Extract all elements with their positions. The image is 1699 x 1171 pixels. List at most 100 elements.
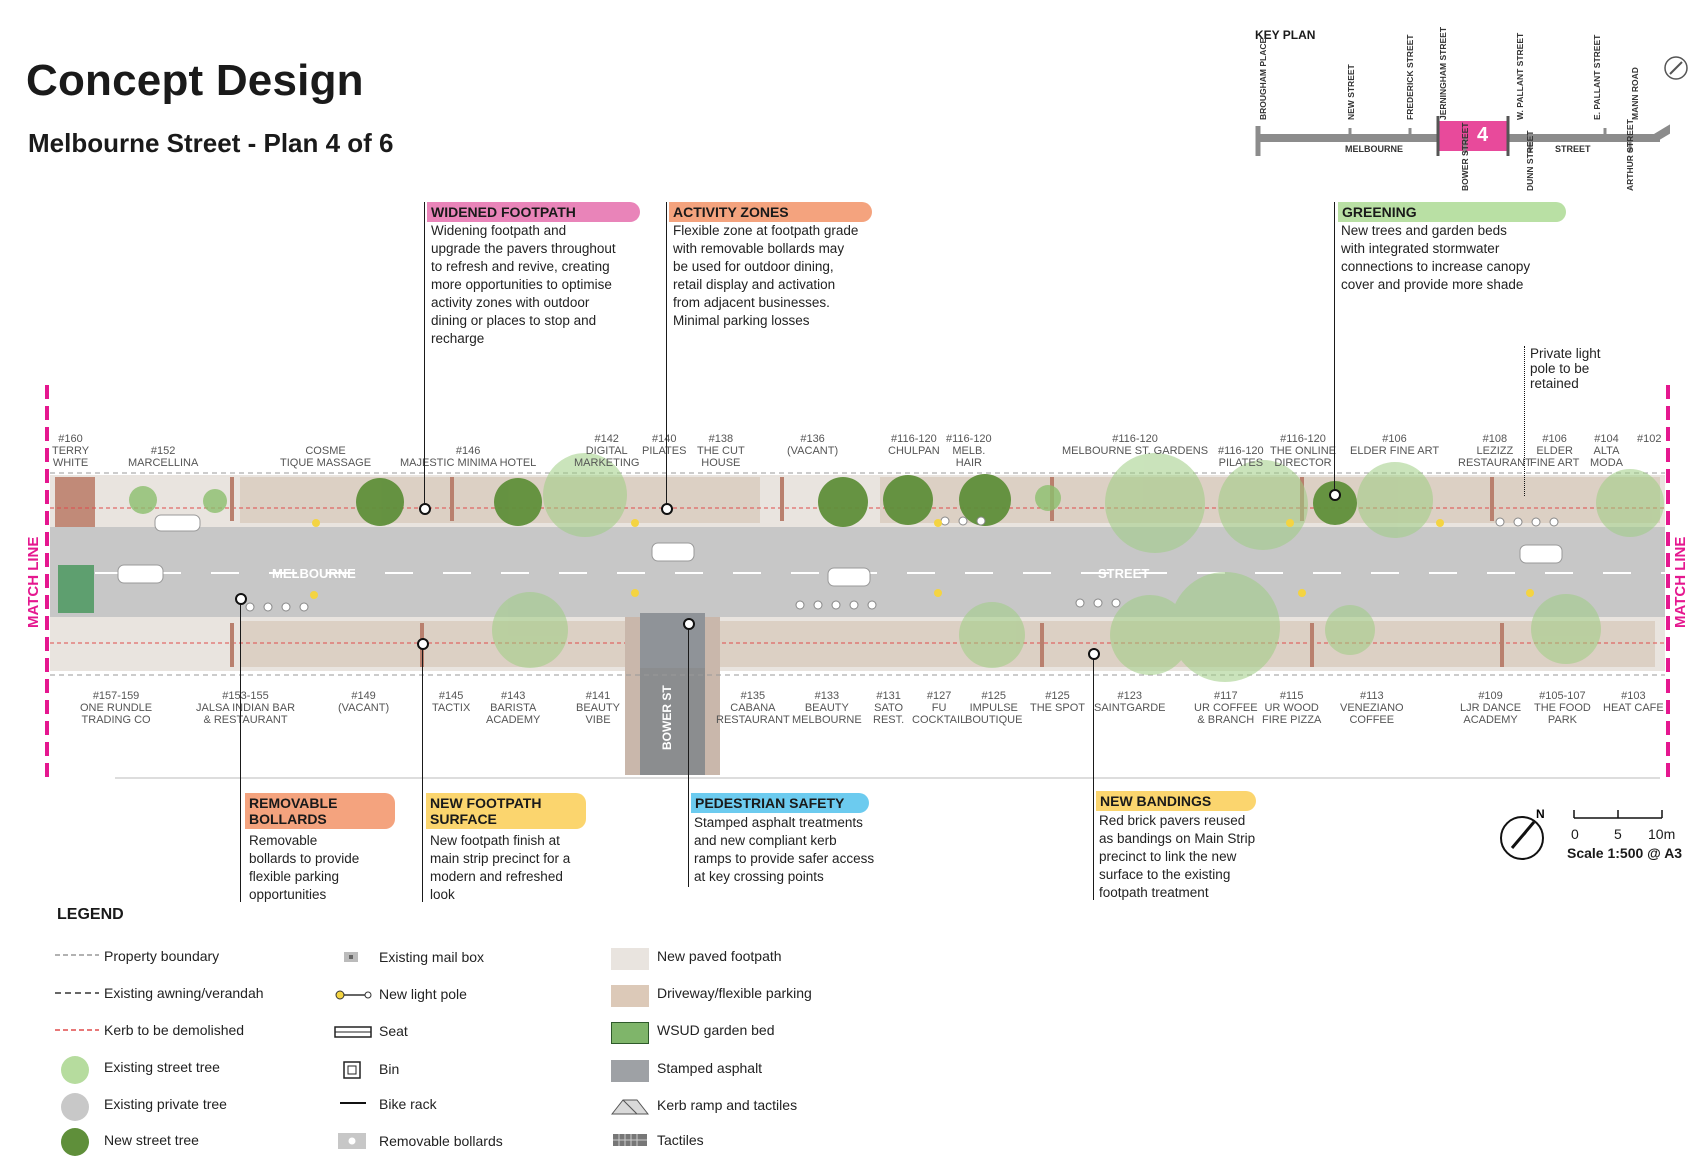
- legend-paved-footpath: New paved footpath: [657, 948, 782, 964]
- property-label: #116-120 CHULPAN: [888, 433, 940, 457]
- callout-activity-zones-title: ACTIVITY ZONES: [669, 202, 872, 222]
- north-arrow-icon: N: [1500, 807, 1545, 860]
- callout-widened-footpath-text: Widening footpath and upgrade the pavers…: [431, 223, 616, 346]
- callout-greening-dot: [1329, 489, 1341, 501]
- kerb-demolished-icon: [55, 1029, 99, 1031]
- key-plan-top-street: E. PALLANT STREET: [1592, 34, 1602, 120]
- existing-private-tree-icon: [61, 1093, 89, 1121]
- private-light-pole-leader: [1524, 346, 1525, 496]
- callout-pedestrian-safety-title: PEDESTRIAN SAFETY: [691, 793, 869, 813]
- legend-tactiles: Tactiles: [657, 1132, 704, 1148]
- callout-removable-bollards-dot: [235, 593, 247, 605]
- north-arrow-small-icon: [1664, 56, 1688, 80]
- scale-tick-5: 5: [1614, 826, 1622, 842]
- key-plan-top-street: MANN ROAD: [1630, 67, 1640, 120]
- legend-mail-box: Existing mail box: [379, 949, 485, 965]
- property-label: #138 THE CUT HOUSE: [697, 433, 745, 469]
- property-label: #152 MARCELLINA: [128, 445, 199, 469]
- paved-footpath-icon: [611, 948, 649, 970]
- tactiles-icon: [613, 1134, 647, 1146]
- page-subtitle: Melbourne Street - Plan 4 of 6: [28, 128, 394, 158]
- legend-new-street-tree: New street tree: [104, 1132, 199, 1148]
- key-plan-top-street: W. PALLANT STREET: [1515, 32, 1525, 120]
- callout-greening-leader: [1334, 202, 1335, 490]
- scale-tick-0: 0: [1571, 826, 1579, 842]
- legend-stamped-asphalt: Stamped asphalt: [657, 1060, 763, 1076]
- legend-kerb-ramp: Kerb ramp and tactiles: [657, 1097, 798, 1113]
- light-pole-icon: [335, 990, 372, 1000]
- key-plan-number: 4: [1477, 124, 1489, 146]
- callout-new-bandings-dot: [1088, 648, 1100, 660]
- removable-bollards-icon: [338, 1133, 366, 1149]
- callout-pedestrian-safety-text: Stamped asphalt treatments and new compl…: [694, 815, 875, 884]
- property-label: #157-159 ONE RUNDLE TRADING CO: [80, 690, 153, 726]
- scale-bar: [1573, 810, 1663, 819]
- callout-activity-zones-leader: [666, 202, 667, 504]
- property-label: #127 FU COCKTAIL: [912, 690, 967, 726]
- key-plan-bottom-street: ARTHUR STREET: [1625, 119, 1635, 191]
- callout-new-footpath-surface-leader: [422, 645, 423, 902]
- bin-icon: [343, 1061, 361, 1079]
- key-plan-map: [1255, 116, 1670, 156]
- property-label: #125 THE SPOT: [1030, 690, 1086, 714]
- key-plan: KEY PLAN 4 MELBOURNE STREET BROUGHAM PLA…: [1250, 27, 1670, 198]
- callout-removable-bollards-leader: [240, 600, 241, 902]
- key-plan-heading: KEY PLAN: [1255, 28, 1316, 42]
- property-label: #153-155 JALSA INDIAN BAR & RESTAURANT: [196, 690, 296, 726]
- legend-awning: Existing awning/verandah: [104, 985, 264, 1001]
- new-street-tree-icon: [61, 1128, 89, 1156]
- property-label: #160 TERRY WHITE: [52, 433, 90, 469]
- property-label: #115 UR WOOD FIRE PIZZA: [1262, 690, 1322, 726]
- key-plan-street-right: STREET: [1555, 144, 1591, 154]
- property-label: #149 (VACANT): [338, 690, 390, 714]
- key-plan-bottom-street: BOWER STREET: [1460, 122, 1470, 191]
- callout-greening-title: GREENING: [1338, 202, 1566, 222]
- legend-title: LEGEND: [57, 906, 124, 923]
- callout-widened-footpath-leader: [424, 202, 425, 504]
- property-label: #133 BEAUTY MELBOURNE: [792, 690, 862, 726]
- callout-activity-zones-dot: [661, 503, 673, 515]
- callout-pedestrian-safety-leader: [688, 625, 689, 887]
- legend-seat: Seat: [379, 1023, 408, 1039]
- property-label: #103 HEAT CAFE: [1603, 690, 1664, 714]
- match-line-left: MATCH LINE: [25, 536, 42, 628]
- mail-box-icon: [344, 952, 358, 962]
- stamped-asphalt-icon: [611, 1060, 649, 1082]
- svg-text:N: N: [1536, 807, 1545, 821]
- legend-light-pole: New light pole: [379, 986, 467, 1002]
- driveway-icon: [611, 985, 649, 1007]
- key-plan-bottom-street: DUNN STREET: [1525, 130, 1535, 191]
- property-label: COSME TIQUE MASSAGE: [280, 445, 372, 469]
- property-label: #145 TACTIX: [432, 690, 471, 714]
- callout-new-bandings-leader: [1093, 655, 1094, 900]
- property-label: #108 LEZIZZ RESTAURANT: [1458, 433, 1532, 469]
- property-label: #116-120 MELBOURNE ST. GARDENS: [1062, 433, 1209, 457]
- legend-bike-rack: Bike rack: [379, 1096, 437, 1112]
- scale-label: Scale 1:500 @ A3: [1567, 845, 1683, 861]
- street-name-right: STREET: [1098, 566, 1150, 581]
- legend-driveway: Driveway/flexible parking: [657, 985, 812, 1001]
- kerb-ramp-icon: [611, 1099, 649, 1115]
- wsud-garden-bed-icon: [611, 1022, 649, 1044]
- property-label: #105-107 THE FOOD PARK: [1534, 690, 1591, 726]
- property-label: #135 CABANA RESTAURANT: [716, 690, 790, 726]
- callout-new-footpath-surface-dot: [417, 638, 429, 650]
- private-light-pole-note: Private light pole to be retained: [1530, 346, 1601, 391]
- property-label: #136 (VACANT): [787, 433, 839, 457]
- property-label: #131 SATO REST.: [873, 690, 905, 726]
- property-label: #116-120 PILATES: [1218, 445, 1264, 469]
- property-label: #146 MAJESTIC MINIMA HOTEL: [400, 445, 537, 469]
- legend-existing-street-tree: Existing street tree: [104, 1059, 220, 1075]
- legend-wsud-garden-bed: WSUD garden bed: [657, 1022, 775, 1038]
- property-boundary-icon: [55, 954, 99, 956]
- match-line-right: MATCH LINE: [1672, 536, 1689, 628]
- legend-property-boundary: Property boundary: [104, 948, 220, 964]
- callout-new-bandings-text: Red brick pavers reused as bandings on M…: [1099, 813, 1256, 900]
- property-label: #106 ELDER FINE ART: [1350, 433, 1440, 457]
- property-label: #102: [1637, 433, 1662, 445]
- property-label: #123 SAINTGARDE: [1094, 690, 1166, 714]
- callout-widened-footpath-dot: [419, 503, 431, 515]
- bike-rack-icon: [340, 1102, 366, 1104]
- property-label: #104 ALTA MODA: [1590, 433, 1623, 469]
- page-title: Concept Design: [26, 56, 364, 105]
